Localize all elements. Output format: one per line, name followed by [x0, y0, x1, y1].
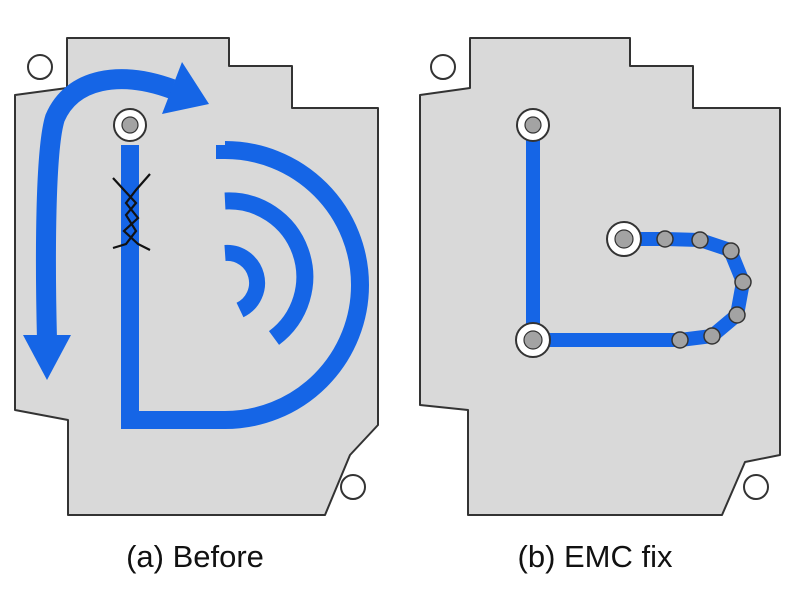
- stitching-via: [722, 242, 740, 260]
- panel-caption-emc-fix: (b) EMC fix: [517, 539, 673, 574]
- signal-trace-loop: [121, 141, 369, 429]
- stitching-via: [656, 230, 674, 248]
- pcb-board-fix: [419, 37, 781, 516]
- stitching-via: [734, 273, 752, 291]
- panel-emc-fix: [419, 37, 781, 516]
- mounting-hole-before-bottom-right: [340, 474, 366, 500]
- current-loop-arrowhead-bottom: [23, 335, 71, 380]
- panel-caption-before: (a) Before: [126, 539, 264, 574]
- current-loop-arrowhead-top: [162, 62, 209, 114]
- mounting-hole-fix-top-left: [430, 54, 456, 80]
- radiation-wave-medium: [224, 244, 266, 318]
- via-pad-before-center: [121, 116, 139, 134]
- stitching-via: [671, 331, 689, 349]
- via-pad-fix-top-center: [524, 116, 542, 134]
- stitching-via: [728, 306, 746, 324]
- via-pad-fix-corner-center: [523, 330, 543, 350]
- signal-trace-fixed: [526, 125, 750, 347]
- stitching-via: [691, 231, 709, 249]
- current-loop-arc: [35, 69, 176, 341]
- break-marker: [112, 173, 151, 251]
- via-pad-fix-end-center: [614, 229, 634, 249]
- panel-before: [14, 37, 379, 516]
- stitching-vias: [656, 230, 752, 349]
- radiation-wave-large: [224, 192, 314, 345]
- stitching-via: [703, 327, 721, 345]
- mounting-hole-fix-bottom-right: [743, 474, 769, 500]
- mounting-hole-before-top-left: [27, 54, 53, 80]
